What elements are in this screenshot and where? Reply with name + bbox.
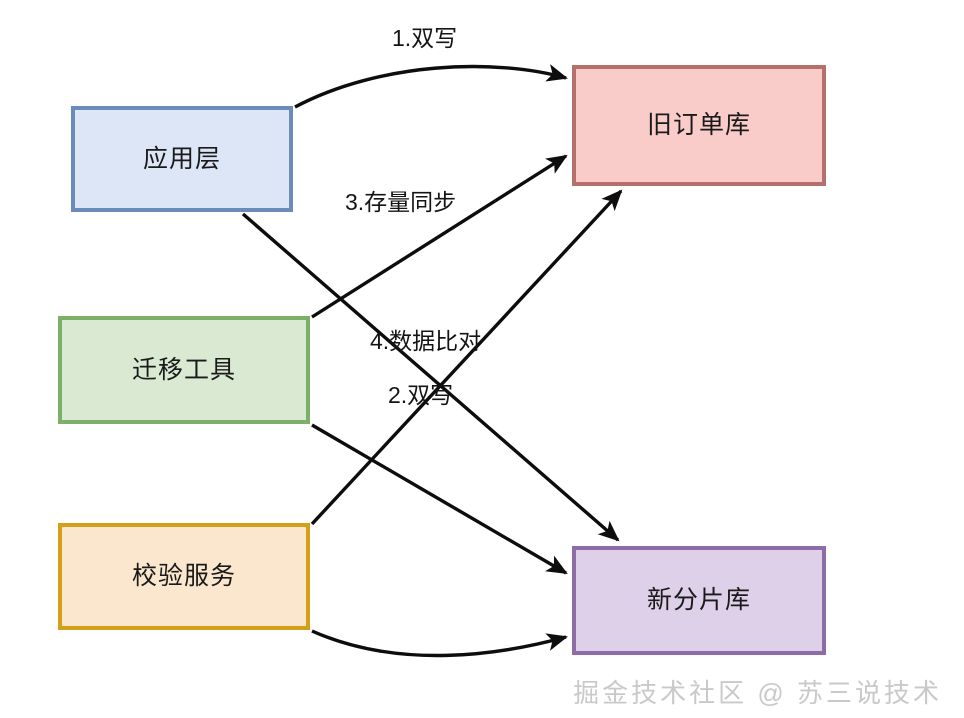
node-label-migration-tool: 迁移工具: [131, 355, 236, 384]
edge-edge-4: [241, 212, 620, 542]
edge-edge-3: [310, 189, 623, 526]
node-new-shard-db[interactable]: 新分片库: [572, 546, 826, 655]
edge-edge-6: [311, 629, 568, 658]
edge-path-group: [241, 64, 623, 658]
node-old-order-db[interactable]: 旧订单库: [572, 65, 826, 186]
edge-edge-5: [311, 423, 568, 575]
edge-edge-1: [294, 64, 568, 109]
edge-label-2: 2.双写: [388, 382, 454, 408]
edge-label-1: 1.双写: [392, 25, 458, 51]
node-label-old-order-db: 旧订单库: [646, 111, 751, 139]
node-label-verification-service: 校验服务: [131, 562, 236, 590]
node-label-new-shard-db: 新分片库: [646, 586, 751, 614]
node-verification-service[interactable]: 校验服务: [58, 523, 310, 630]
edge-label-3: 3.存量同步: [345, 189, 457, 215]
watermark-text: 掘金技术社区 @ 苏三说技术: [573, 678, 942, 708]
node-label-app-layer: 应用层: [142, 144, 221, 173]
node-app-layer[interactable]: 应用层: [71, 106, 293, 212]
edge-edge-2: [311, 154, 568, 319]
edge-label-4: 4.数据比对: [370, 328, 482, 354]
node-migration-tool[interactable]: 迁移工具: [58, 316, 310, 424]
